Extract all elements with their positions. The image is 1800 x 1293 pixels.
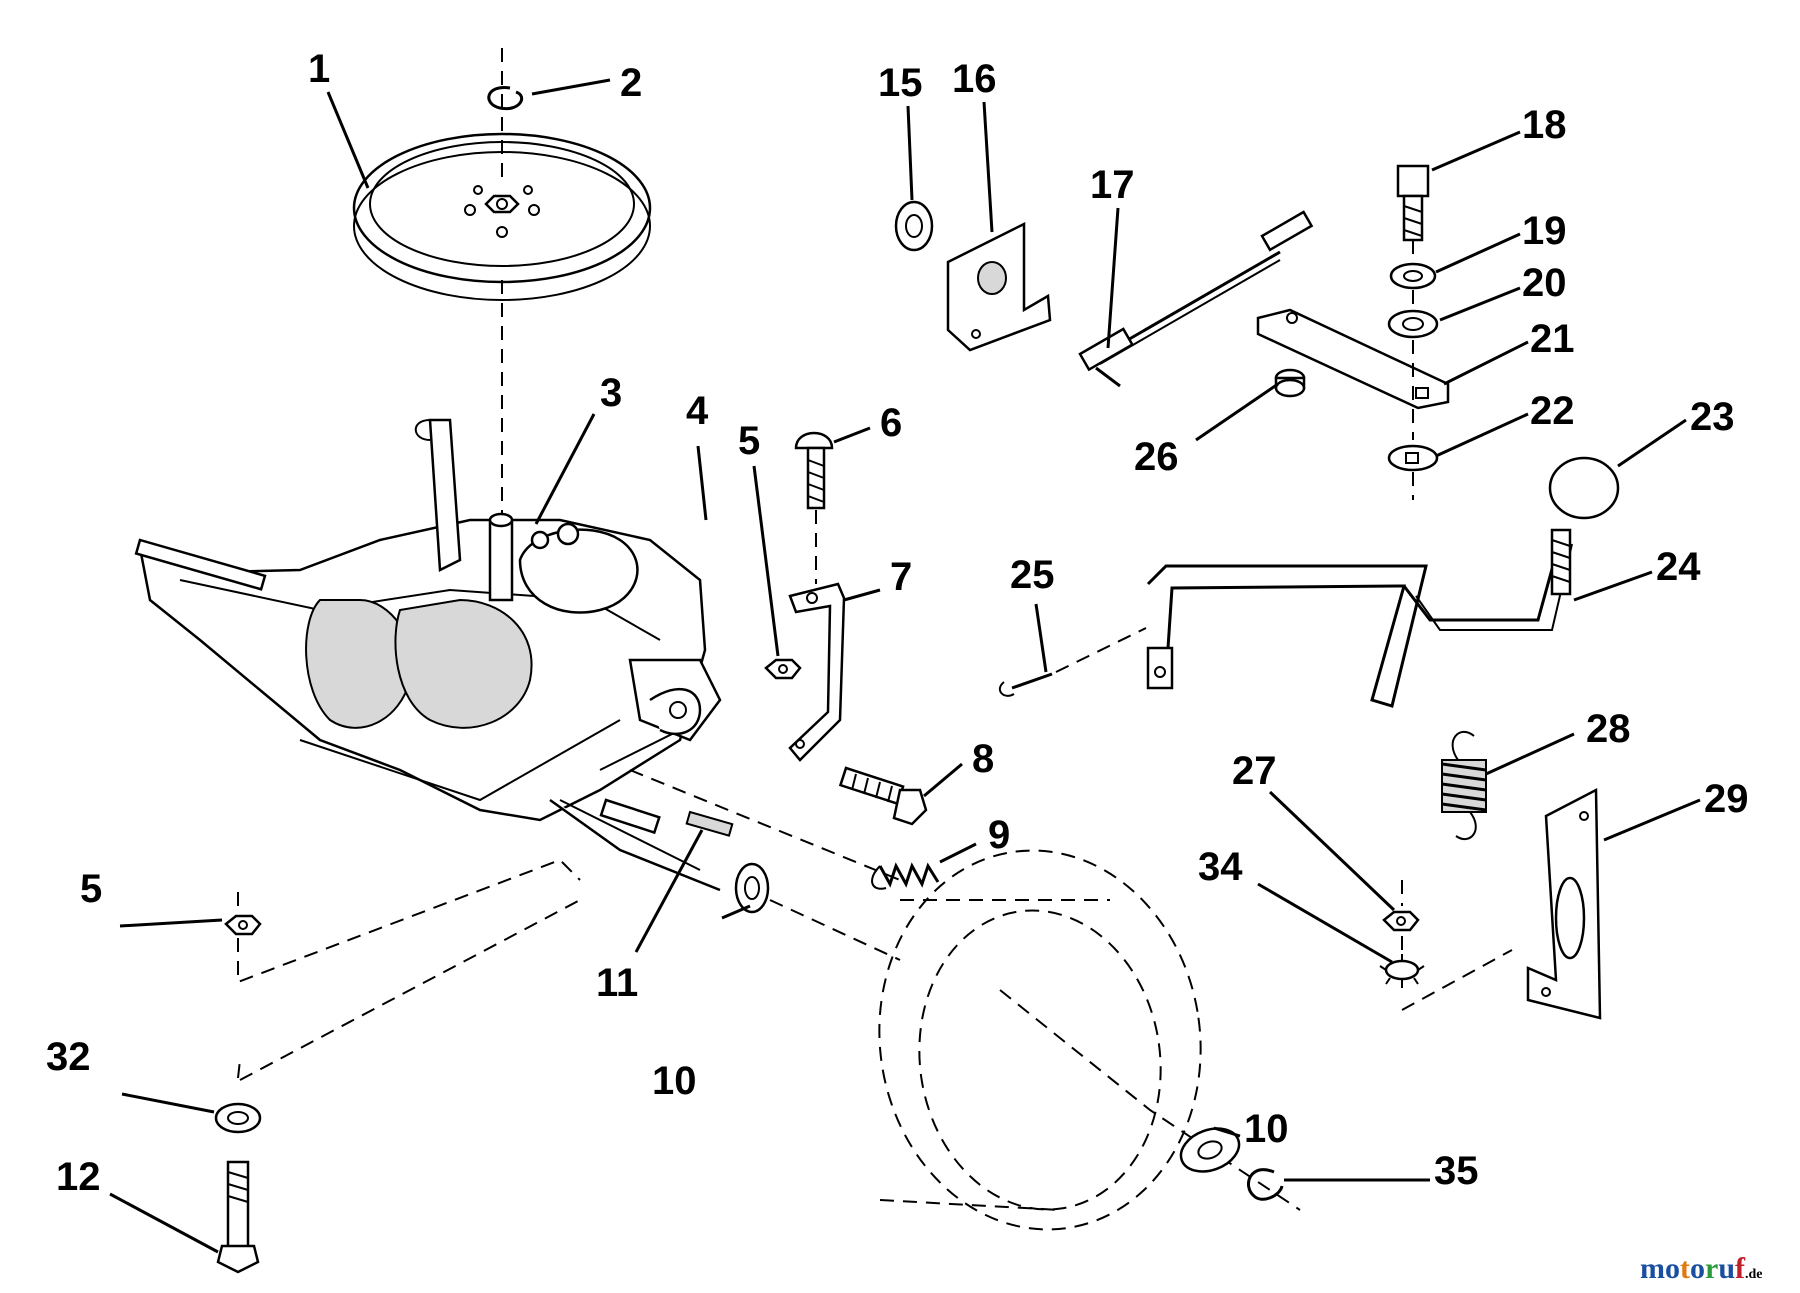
callout-18: 18 [1522,103,1567,147]
callout-4: 4 [686,389,709,433]
callout-6: 6 [880,401,902,445]
hex-nut-27 [1382,910,1420,932]
axle-dash [629,769,901,961]
callout-32: 32 [46,1035,91,1079]
hex-nut-lower [224,914,262,936]
callout-35: 35 [1434,1149,1479,1193]
leader-lines [109,78,1701,1254]
extension-spring-large [1441,730,1487,840]
hex-bolt-side [838,766,928,826]
watermark-brand: motoruf [1640,1252,1746,1285]
pulley [352,132,652,301]
flat-washer-lower [214,1102,262,1134]
callout-26: 26 [1134,435,1179,479]
callout-28: 28 [1586,707,1631,751]
lock-washer [1379,954,1425,988]
callout-21: 21 [1530,317,1575,361]
callout-5-lower: 5 [80,867,102,911]
callout-22: 22 [1530,389,1575,433]
hex-nut-bracket [764,658,802,680]
callout-labels: 1 2 3 4 5 5 6 7 8 9 10 10 11 12 15 16 17… [46,47,1749,1199]
callout-5-bracket: 5 [738,419,760,463]
retaining-clip-wheel [1247,1168,1284,1201]
callout-12: 12 [56,1155,101,1199]
callout-9: 9 [988,813,1010,857]
shift-arm [1256,308,1450,410]
hex-bolt-lower [216,1160,260,1274]
callout-34: 34 [1198,845,1243,889]
callout-19: 19 [1522,209,1567,253]
washer-19 [1389,262,1437,290]
mounting-bracket [788,582,846,762]
callout-10-wheel: 10 [1244,1107,1289,1151]
hex-bolt-arm [1396,164,1430,242]
callout-16: 16 [952,57,997,101]
washer-15 [894,200,934,252]
callout-27: 27 [1232,749,1277,793]
callout-25: 25 [1010,553,1055,597]
callout-1: 1 [308,47,330,91]
flat-washer-wheel [1179,1127,1241,1173]
callout-10-axle: 10 [652,1059,697,1103]
callout-24: 24 [1656,545,1701,589]
callout-3: 3 [600,371,622,415]
axle-key [685,810,734,837]
carriage-bolt [794,431,834,510]
callout-2: 2 [620,61,642,105]
spring-bracket [1526,787,1602,1020]
callout-15: 15 [878,61,923,105]
extension-spring-small [871,862,940,890]
washer-22 [1387,444,1439,472]
watermark-suffix: .de [1745,1267,1763,1282]
callout-17: 17 [1090,163,1135,207]
hex-nut-arm [1274,368,1306,398]
transaxle [134,418,722,892]
watermark: motoruf.de [1640,1252,1763,1285]
callout-7: 7 [890,555,912,599]
bracket-dash [1401,880,1513,1011]
callout-29: 29 [1704,777,1749,821]
callout-20: 20 [1522,261,1567,305]
shift-lever [1146,528,1573,708]
retaining-clip-top [487,86,523,111]
washer-20 [1387,309,1439,339]
callout-8: 8 [972,737,994,781]
pin-dash [1055,627,1147,673]
cotter-pin [998,672,1053,697]
shift-knob [1548,456,1620,520]
wheel-outline [878,849,1301,1231]
link-rod [1078,210,1314,388]
lower-dash-left [237,858,581,1081]
flat-washer-axle [734,862,770,914]
angle-bracket [946,221,1052,352]
callout-23: 23 [1690,395,1735,439]
callout-11: 11 [596,961,638,1005]
svg-text:motoruf.de: motoruf.de [1640,1252,1763,1285]
